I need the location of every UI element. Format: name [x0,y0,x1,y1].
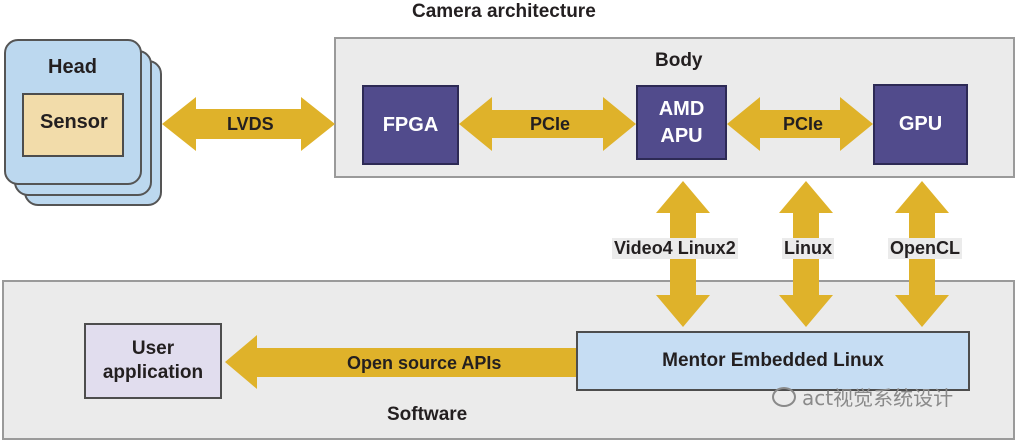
wechat-icon [772,386,796,407]
software-panel-title: Software [387,404,468,425]
pcie-left-label: PCIe [530,114,571,134]
body-panel-title: Body [655,50,703,71]
sensor-label: Sensor [40,111,108,133]
watermark: act视觉系统设计 [772,382,953,411]
mentor-embedded-linux-box: Mentor Embedded Linux [576,331,970,391]
user-application-box: User application [84,323,222,399]
pcie-right-arrow [727,97,873,151]
fpga-chip: FPGA [362,85,459,165]
head-title: Head [48,56,97,78]
gpu-chip: GPU [873,84,968,165]
lvds-label: LVDS [227,114,274,134]
watermark-text: act视觉系统设计 [802,386,954,410]
diagram-title: Camera architecture [412,1,596,22]
open-source-apis-arrow [225,335,578,389]
sensor-box [22,93,124,157]
amd-apu-chip: AMD APU [636,85,727,160]
mentor-embedded-linux-label: Mentor Embedded Linux [662,350,884,371]
user-application-label: User application [102,338,204,383]
open-source-apis-label: Open source APIs [347,353,502,373]
opencl-label: OpenCL [888,238,962,259]
lvds-arrow [162,97,335,151]
pcie-right-label: PCIe [783,114,824,134]
video4linux2-label: Video4 Linux2 [612,238,738,259]
pcie-left-arrow [459,97,636,151]
linux-label: Linux [782,238,834,259]
